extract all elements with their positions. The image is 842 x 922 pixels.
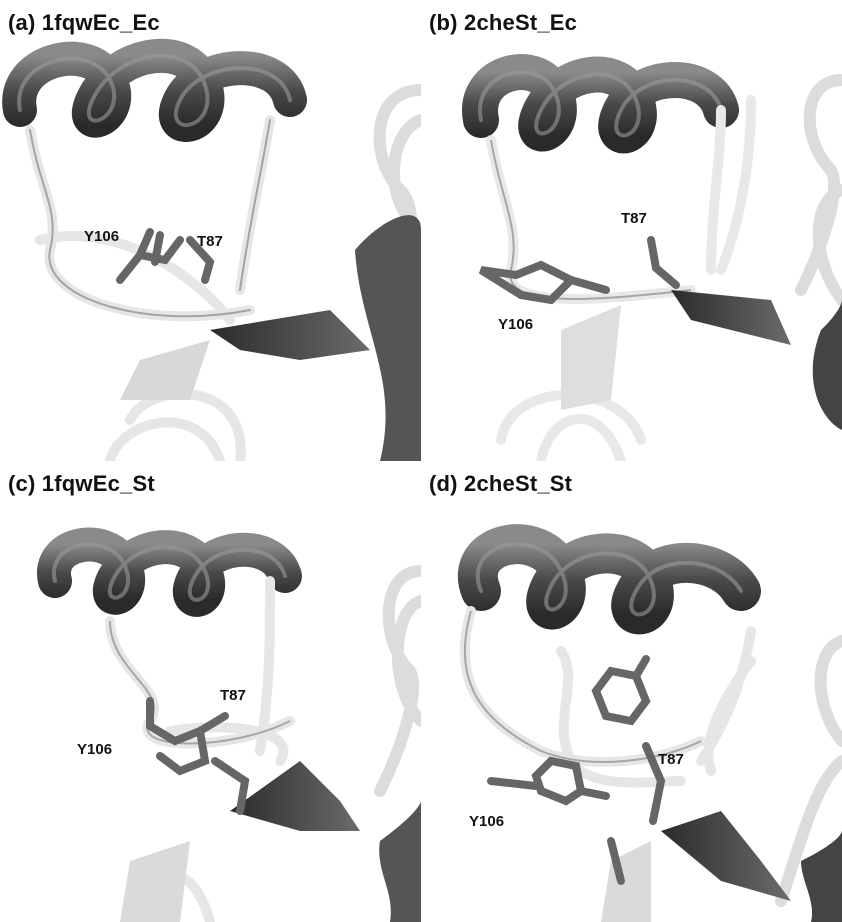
panel-d-title: (d) 2cheSt_St	[429, 471, 572, 497]
panel-a: (a) 1fqwEc_Ec	[0, 0, 421, 461]
label-t87: T87	[220, 687, 246, 704]
panel-c: (c) 1fqwEc_St T87 Y106	[0, 461, 421, 922]
label-y106: Y106	[77, 741, 112, 758]
label-t87: T87	[621, 210, 647, 227]
panel-c-structure-image	[0, 461, 421, 922]
panel-b: (b) 2cheSt_Ec T87 Y106	[421, 0, 842, 461]
panel-a-structure-image	[0, 0, 421, 461]
panel-d: (d) 2cheSt_St T	[421, 461, 842, 922]
panel-a-title: (a) 1fqwEc_Ec	[8, 10, 160, 36]
panel-b-title: (b) 2cheSt_Ec	[429, 10, 577, 36]
label-y106: Y106	[469, 813, 504, 830]
label-y106: Y106	[84, 228, 119, 245]
panel-b-structure-image	[421, 0, 842, 461]
label-y106: Y106	[498, 316, 533, 333]
label-t87: T87	[658, 751, 684, 768]
panel-d-structure-image	[421, 461, 842, 922]
panel-c-title: (c) 1fqwEc_St	[8, 471, 155, 497]
label-t87: T87	[197, 233, 223, 250]
